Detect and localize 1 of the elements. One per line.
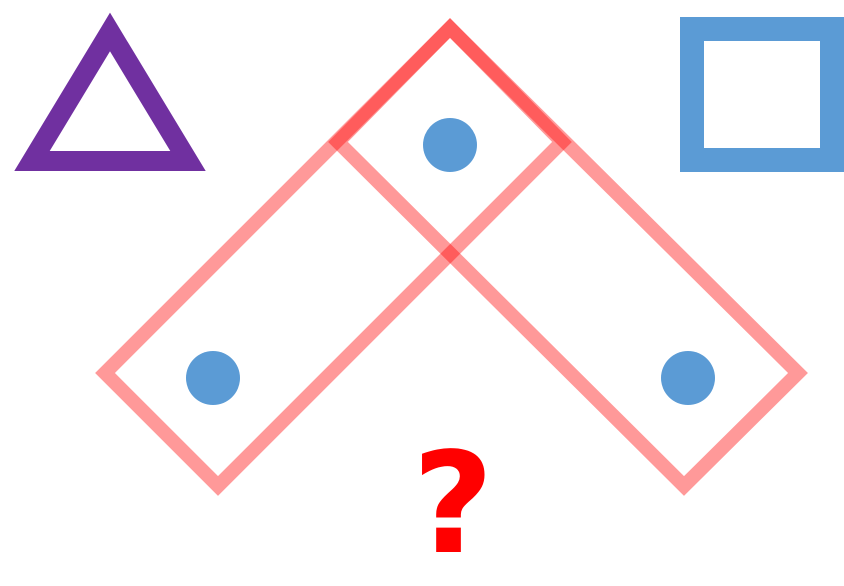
question-mark: ? <box>411 430 495 580</box>
